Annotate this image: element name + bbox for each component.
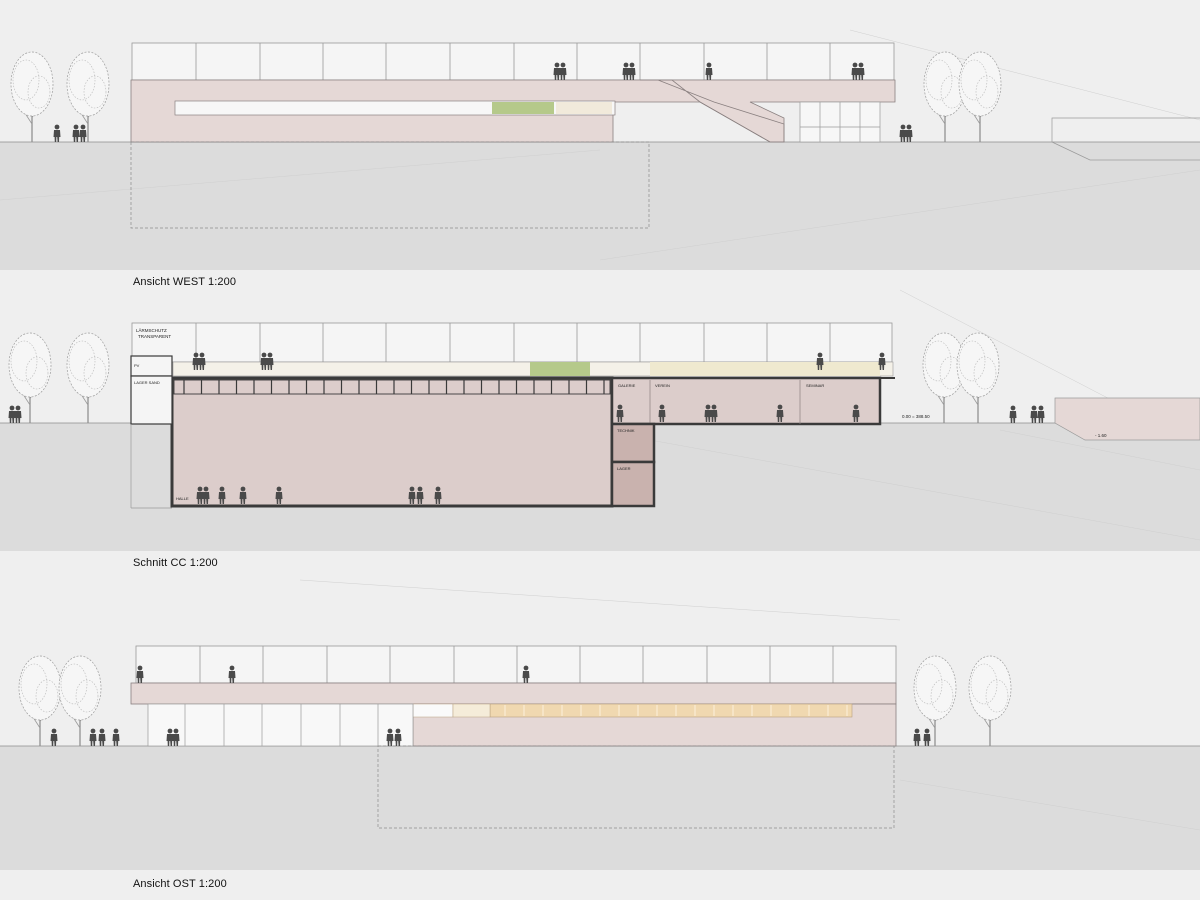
west-elevation xyxy=(0,29,1200,270)
label-pv: PV xyxy=(134,363,140,368)
west-ground xyxy=(0,142,1200,270)
east-elevation xyxy=(0,579,1200,870)
person-icon xyxy=(923,728,931,746)
west-greenery xyxy=(492,102,554,114)
section-upper-rooms xyxy=(610,376,882,426)
person-icon xyxy=(1030,405,1038,423)
label-hall: HALLE xyxy=(176,496,189,501)
tree-icon xyxy=(913,655,957,747)
section-storage-room xyxy=(610,460,656,508)
caption-west-elevation: Ansicht WEST 1:200 xyxy=(133,276,237,288)
east-roof-railing xyxy=(135,645,897,684)
east-warm-glazing xyxy=(489,703,853,718)
tree-icon xyxy=(66,332,110,424)
east-sketch-lines xyxy=(299,579,1200,831)
section-roof-railing xyxy=(131,322,893,363)
west-sketch-lines xyxy=(0,29,1200,261)
label-noise-barrier: LÄRMSCHUTZ xyxy=(136,327,167,333)
caption-section-cc: Schnitt CC 1:200 xyxy=(133,557,218,569)
person-icon xyxy=(8,405,16,423)
caption-east-elevation: Ansicht OST 1:200 xyxy=(133,878,227,890)
label-noise-barrier-sub: TRANSPARENT xyxy=(138,334,171,339)
section-neighbour xyxy=(1054,397,1200,441)
tree-icon xyxy=(66,51,110,143)
person-icon xyxy=(14,405,22,423)
section-technical-room xyxy=(610,422,656,464)
person-icon xyxy=(79,124,87,142)
label-storage-sand: LAGER SAND xyxy=(134,380,160,385)
person-icon xyxy=(53,124,61,142)
section-hall xyxy=(170,376,614,508)
person-icon xyxy=(72,124,80,142)
person-icon xyxy=(1009,405,1017,423)
label-level-minus: - 1.60 xyxy=(1095,433,1107,438)
person-icon xyxy=(899,124,907,142)
person-icon xyxy=(905,124,913,142)
label-gallery: GALERIE xyxy=(618,383,636,388)
tree-icon xyxy=(8,332,52,424)
label-technical: TECHNIK xyxy=(617,428,635,433)
east-roof-band xyxy=(130,682,897,705)
person-icon xyxy=(112,728,120,746)
tree-icon xyxy=(956,332,1000,424)
section-greenery xyxy=(530,362,590,376)
west-underground-outline xyxy=(130,141,650,229)
label-storage: LAGER xyxy=(617,466,631,471)
section-roof-beams xyxy=(173,379,611,395)
east-underground-outline xyxy=(377,745,895,829)
tree-icon xyxy=(10,51,54,143)
label-club: VEREIN xyxy=(655,383,670,388)
label-level-zero: 0.00 = 388.50 xyxy=(902,414,930,419)
east-ground xyxy=(0,746,1200,870)
label-seminar: SEMINAR xyxy=(806,383,824,388)
east-glass-facade xyxy=(147,703,414,747)
person-icon xyxy=(913,728,921,746)
person-icon xyxy=(50,728,58,746)
west-neighbour xyxy=(1051,117,1200,161)
person-icon xyxy=(89,728,97,746)
section-cc: LÄRMSCHUTZ TRANSPARENT PV LAGER SAND GAL… xyxy=(0,289,1200,551)
tree-icon xyxy=(923,51,967,143)
tree-icon xyxy=(968,655,1012,747)
person-icon xyxy=(98,728,106,746)
person-icon xyxy=(1037,405,1045,423)
west-stair xyxy=(640,79,785,143)
west-roof-railing xyxy=(131,42,895,81)
west-glazing xyxy=(799,101,881,143)
section-storage-sand xyxy=(130,375,173,425)
tree-icon xyxy=(958,51,1002,143)
